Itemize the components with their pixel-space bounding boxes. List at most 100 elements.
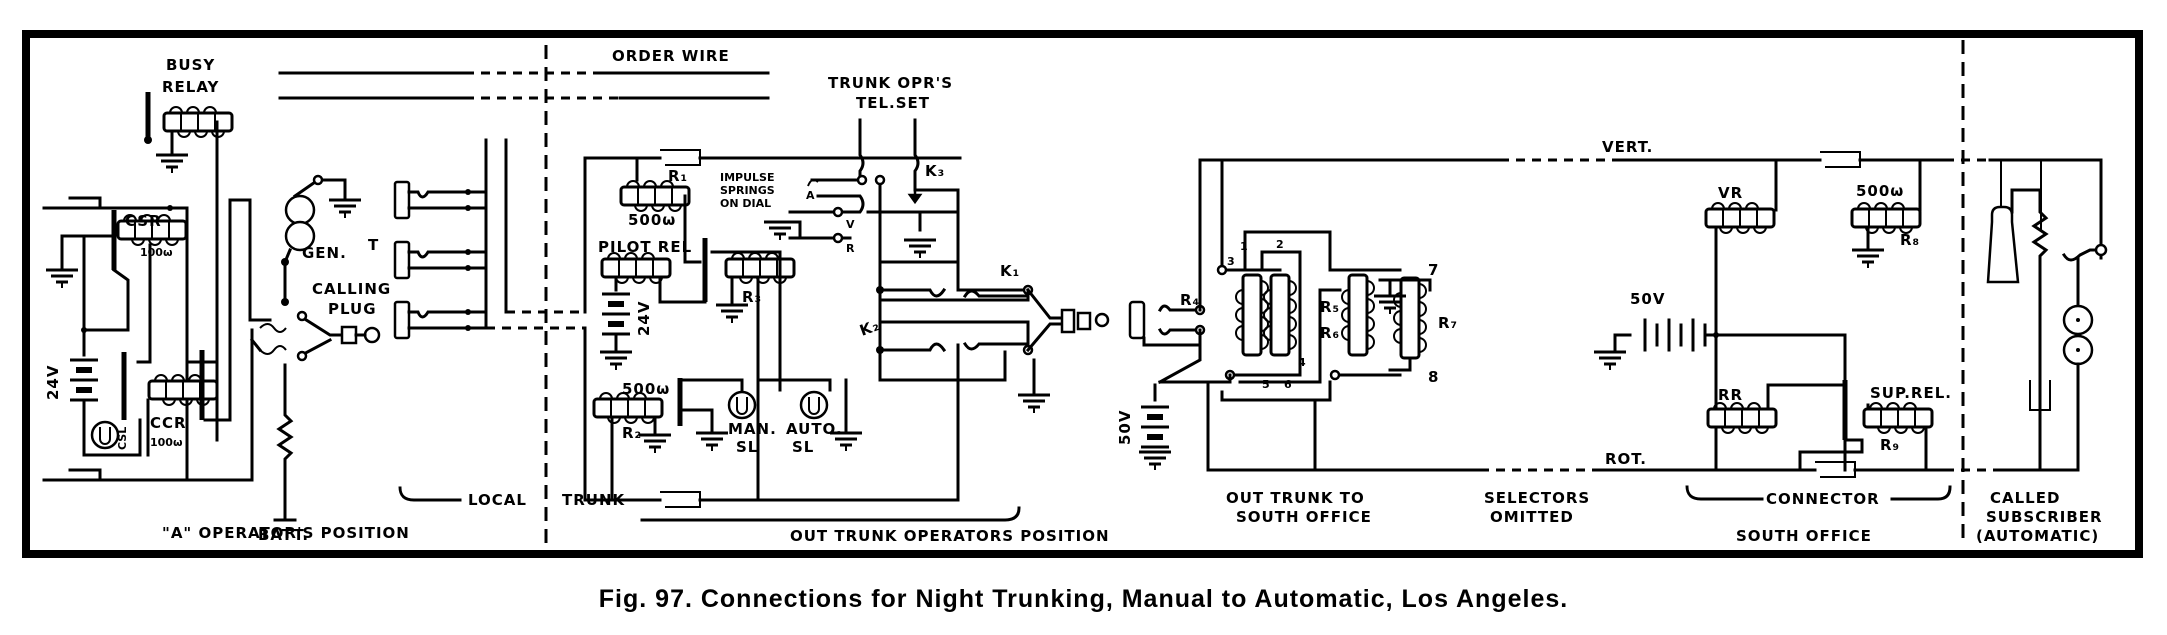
- battery-24v-label: 24V: [635, 301, 653, 336]
- r6-label: R₆: [1320, 324, 1340, 342]
- local-brace: [398, 486, 462, 502]
- section-called-subscriber: SUBSCRIBER: [1986, 508, 2103, 526]
- t-label: T: [368, 236, 379, 254]
- impulse-springs-label: ON DIAL: [720, 197, 771, 210]
- contact-8-label: 8: [1428, 368, 1439, 386]
- r7-relay-coil: [1392, 276, 1428, 360]
- a-operator-circuit: [42, 92, 508, 522]
- section-called-subscriber: (AUTOMATIC): [1976, 527, 2099, 545]
- trunk-jack[interactable]: [1128, 300, 1146, 340]
- diagram-frame: [22, 30, 2143, 558]
- answering-jack[interactable]: [393, 300, 411, 340]
- connector-brace: [1685, 485, 1952, 501]
- section-out-trunk-operator: OUT TRUNK OPERATORS POSITION: [790, 527, 1110, 545]
- battery-24v-icon: [70, 360, 98, 400]
- multiple-jack[interactable]: [393, 240, 411, 280]
- ground-icon: [637, 433, 673, 455]
- ground-icon: [1016, 393, 1052, 415]
- auto-sl-lamp-icon: [799, 390, 829, 420]
- contact-1-label: 1: [1240, 240, 1248, 253]
- ground-icon: [1592, 350, 1628, 372]
- spring-v-label: V: [846, 218, 855, 231]
- ccr-relay-coil: [147, 373, 219, 407]
- vr-label: VR: [1718, 184, 1743, 202]
- contact-4-label: 4: [1298, 356, 1306, 369]
- r2-resistance: 500ω: [622, 380, 670, 398]
- ground-icon: [694, 431, 730, 453]
- man-sl-label: SL: [736, 438, 758, 456]
- ground-icon: [714, 303, 750, 325]
- ground-icon: [598, 350, 634, 372]
- r8-resistance: 500ω: [1856, 182, 1904, 200]
- section-south-office: SOUTH OFFICE: [1736, 527, 1872, 545]
- man-sl-lamp-icon: [727, 390, 757, 420]
- batt-label: BATT.: [258, 526, 309, 544]
- impulse-springs-label: SPRINGS: [720, 184, 775, 197]
- impulse-springs-label: IMPULSE: [720, 171, 774, 184]
- r8-relay-coil: [1850, 201, 1922, 235]
- battery-24v-icon: [602, 294, 630, 334]
- calling-plug-label: CALLING: [312, 280, 391, 298]
- contact-5-label: 5: [1262, 378, 1270, 391]
- order-wire: [278, 71, 770, 100]
- section-selectors: OMITTED: [1490, 508, 1574, 526]
- rot-label: ROT.: [1605, 450, 1647, 468]
- sup-rel-relay-coil: [1862, 401, 1934, 435]
- busy-relay-coil: [162, 105, 234, 139]
- auto-sl-label: SL: [792, 438, 814, 456]
- section-local: LOCAL: [468, 491, 527, 509]
- r1-label: R₁: [668, 167, 688, 185]
- r9-label: R₉: [1880, 436, 1900, 454]
- battery-24v-label: 24V: [44, 365, 62, 400]
- csr-resistance: 100ω: [140, 246, 173, 259]
- section-trunk: TRUNK: [562, 491, 626, 509]
- battery-50v-label: 50V: [1630, 290, 1665, 308]
- ccr-label: CCR: [150, 414, 187, 432]
- order-wire-label: ORDER WIRE: [612, 47, 730, 65]
- contact-3-label: 3: [1227, 255, 1235, 268]
- auto-sl-label: AUTO.: [786, 420, 843, 438]
- section-connector: CONNECTOR: [1766, 490, 1880, 508]
- r1-relay-coil: [619, 179, 691, 213]
- contact-2-label: 2: [1276, 238, 1284, 251]
- k3-label: K₃: [925, 162, 945, 180]
- ground-icon: [1850, 248, 1886, 270]
- k3-key-icon[interactable]: [908, 188, 922, 204]
- out-trunk-south-office-circuit: [1128, 158, 1822, 472]
- gen-label: GEN.: [302, 244, 347, 262]
- k1-label: K₁: [1000, 262, 1020, 280]
- labels: BUSY RELAY CSR 100ω CCR 100ω CSL 24V GEN…: [44, 47, 2103, 545]
- contact-7-label: 7: [1428, 261, 1439, 279]
- contact-6-label: 6: [1284, 378, 1292, 391]
- r1-resistance: 500ω: [628, 211, 676, 229]
- ground-icon: [327, 198, 363, 220]
- ground-icon: [902, 238, 938, 260]
- busy-relay-label: BUSY: [166, 56, 215, 74]
- r5-r6-relay-coil: [1340, 273, 1376, 357]
- section-out-trunk-to: OUT TRUNK TO: [1226, 489, 1365, 507]
- battery-50v-icon: [1141, 407, 1169, 447]
- tel-set-label: TEL.SET: [856, 94, 930, 112]
- sup-rel-label: SUP.REL.: [1870, 384, 1952, 402]
- csl-label: CSL: [116, 427, 129, 450]
- spring-a-label: A: [806, 189, 815, 202]
- receiver-icon: [1986, 205, 2020, 284]
- r3-relay-coil: [724, 251, 796, 285]
- r5-label: R₅: [1320, 298, 1340, 316]
- section-out-trunk-to: SOUTH OFFICE: [1236, 508, 1372, 526]
- section-called-subscriber: CALLED: [1990, 489, 2060, 507]
- rr-relay-coil: [1706, 401, 1778, 435]
- tel-set-label: TRUNK OPR'S: [828, 74, 953, 92]
- figure-caption: Fig. 97. Connections for Night Trunking,…: [598, 585, 1569, 613]
- out-trunk-operator-circuit: [583, 118, 1110, 508]
- multiple-jack[interactable]: [393, 180, 411, 220]
- k2-label: K₂: [857, 316, 882, 340]
- man-sl-label: MAN.: [728, 420, 777, 438]
- ground-icon: [44, 268, 80, 290]
- ground-icon: [1137, 450, 1173, 472]
- ground-icon: [154, 153, 190, 175]
- trunk-brace: [640, 506, 1021, 522]
- ccr-resistance: 100ω: [150, 436, 183, 449]
- csr-label: CSR: [125, 212, 162, 230]
- busy-relay-label: RELAY: [162, 78, 220, 96]
